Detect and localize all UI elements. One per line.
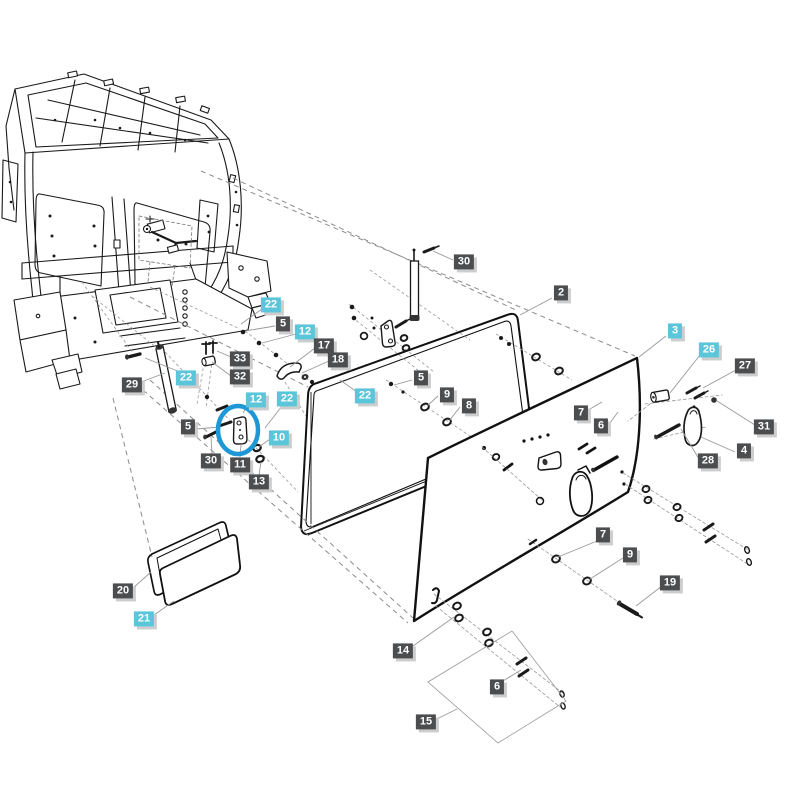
part-label-4[interactable]: 4	[736, 443, 752, 459]
part-label-20[interactable]: 20	[112, 583, 134, 599]
part-label-26[interactable]: 26	[698, 342, 720, 358]
part-label-22d[interactable]: 22	[354, 388, 376, 404]
latch-lever-drawing	[276, 362, 315, 385]
part-label-8[interactable]: 8	[461, 398, 477, 414]
glass-handle-drawing	[568, 465, 594, 517]
part-label-32[interactable]: 32	[229, 369, 251, 385]
part-label-22b[interactable]: 22	[175, 370, 197, 386]
part-label-9a[interactable]: 9	[439, 387, 455, 403]
rear-glass-drawing	[412, 356, 642, 623]
part-label-21[interactable]: 21	[133, 611, 155, 627]
part-label-29[interactable]: 29	[121, 377, 143, 393]
part-label-13[interactable]: 13	[248, 474, 270, 490]
part-label-19[interactable]: 19	[659, 575, 681, 591]
part-label-15[interactable]: 15	[415, 714, 437, 730]
part-label-22c[interactable]: 22	[276, 391, 298, 407]
right-hardware-drawing	[527, 385, 753, 619]
part-label-6b[interactable]: 6	[489, 679, 505, 695]
hinge-bracket-cluster-drawing	[349, 304, 412, 352]
part-label-9b[interactable]: 9	[622, 547, 638, 563]
part-label-33[interactable]: 33	[229, 351, 251, 367]
part-label-17[interactable]: 17	[313, 338, 335, 354]
part-label-11[interactable]: 11	[230, 457, 250, 473]
part-label-7b[interactable]: 7	[595, 527, 611, 543]
left-hardware-drawing	[125, 245, 564, 464]
cab-frame-drawing	[1, 70, 273, 390]
part-label-5c[interactable]: 5	[413, 370, 429, 386]
gas-strut-30-drawing	[409, 245, 440, 321]
small-window-drawing	[146, 521, 242, 606]
part-label-7a[interactable]: 7	[573, 405, 589, 421]
part-label-12a[interactable]: 12	[294, 324, 316, 340]
part-label-10[interactable]: 10	[268, 430, 290, 446]
part-label-14[interactable]: 14	[392, 643, 414, 659]
latch-26-drawing	[650, 389, 670, 403]
part-label-30b[interactable]: 30	[200, 453, 222, 469]
gas-strut-29-drawing	[155, 341, 177, 414]
part-label-5a[interactable]: 5	[180, 419, 196, 435]
part-label-18[interactable]: 18	[327, 352, 349, 368]
highlight-circle	[215, 403, 261, 457]
handle-4-drawing	[683, 404, 703, 447]
part-label-22a[interactable]: 22	[260, 297, 282, 313]
part-label-12b[interactable]: 12	[245, 392, 267, 408]
part-label-5b[interactable]: 5	[275, 316, 291, 332]
bottom-hardware-drawing	[427, 593, 567, 744]
latch-striker-drawing	[537, 451, 562, 471]
part-label-2[interactable]: 2	[553, 285, 569, 301]
hinge-plate-11-drawing	[232, 416, 248, 445]
wiper-assembly-drawing	[142, 215, 198, 254]
region-15-outline	[427, 630, 567, 744]
part-label-27[interactable]: 27	[734, 358, 756, 374]
part-label-30a[interactable]: 30	[453, 254, 475, 270]
part-label-3[interactable]: 3	[667, 323, 683, 339]
part-label-6a[interactable]: 6	[593, 418, 609, 434]
part-label-31[interactable]: 31	[753, 419, 775, 435]
part-label-28[interactable]: 28	[697, 453, 719, 469]
